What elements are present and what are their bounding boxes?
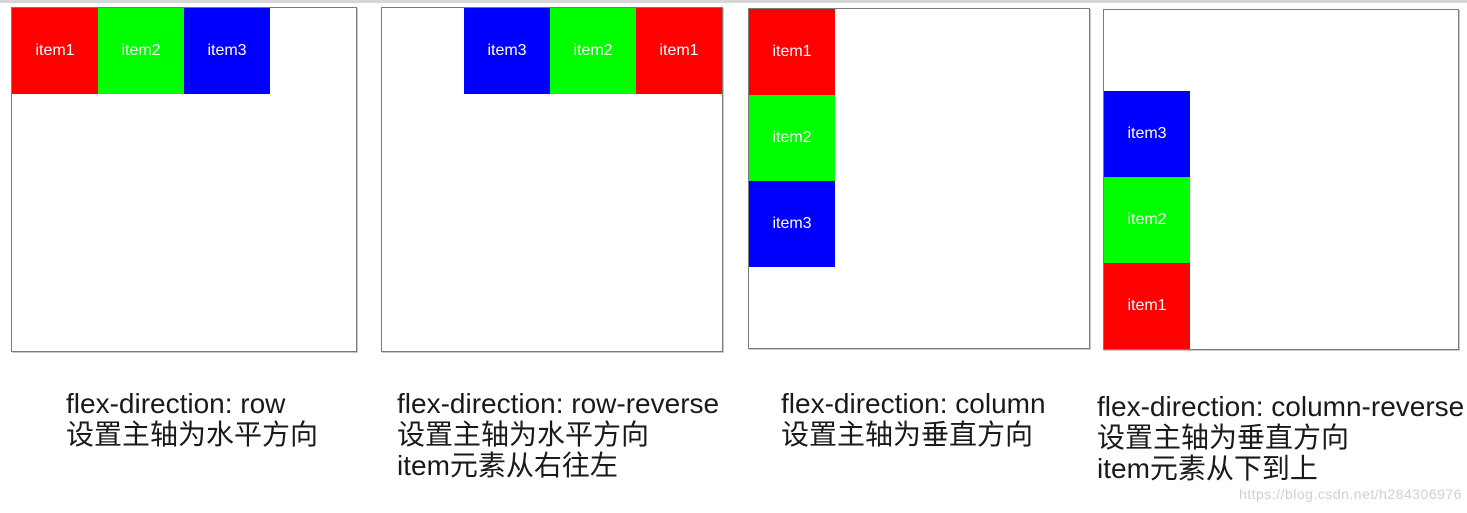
panel-flex-column: item1 item2 item3	[748, 8, 1090, 349]
panel-flex-row-reverse: item1 item2 item3	[381, 7, 723, 352]
caption-line: flex-direction: column	[781, 388, 1046, 419]
caption-line: flex-direction: row	[66, 388, 286, 419]
flex-item-item2: item2	[98, 8, 184, 94]
csdn-watermark: https://blog.csdn.net/h284306976	[1238, 486, 1462, 502]
caption-line: 设置主轴为垂直方向	[781, 419, 1034, 450]
flex-item-item1: item1	[749, 9, 835, 95]
caption-line: 设置主轴为垂直方向	[1097, 422, 1350, 453]
caption-row-reverse: flex-direction: row-reverse 设置主轴为水平方向 it…	[397, 388, 719, 481]
flex-item-item2: item2	[749, 95, 835, 181]
caption-line: item元素从右往左	[397, 450, 618, 481]
panel-flex-column-reverse: item1 item2 item3	[1103, 9, 1459, 350]
flex-item-item3: item3	[749, 181, 835, 267]
caption-row: flex-direction: row 设置主轴为水平方向	[66, 388, 318, 450]
caption-line: 设置主轴为水平方向	[397, 419, 650, 450]
flex-item-item1: item1	[12, 8, 98, 94]
flex-item-item1: item1	[1104, 263, 1190, 349]
top-divider	[0, 0, 1467, 3]
caption-column: flex-direction: column 设置主轴为垂直方向	[781, 388, 1046, 450]
caption-line: item元素从下到上	[1097, 453, 1318, 484]
flex-item-item2: item2	[1104, 177, 1190, 263]
flex-item-item1: item1	[636, 8, 722, 94]
flex-item-item3: item3	[464, 8, 550, 94]
caption-column-reverse: flex-direction: column-reverse 设置主轴为垂直方向…	[1097, 391, 1464, 484]
caption-line: flex-direction: row-reverse	[397, 388, 720, 419]
caption-line: flex-direction: column-reverse	[1097, 391, 1465, 422]
flex-item-item2: item2	[550, 8, 636, 94]
panel-flex-row: item1 item2 item3	[11, 7, 357, 352]
flex-item-item3: item3	[184, 8, 270, 94]
caption-line: 设置主轴为水平方向	[66, 419, 319, 450]
flex-item-item3: item3	[1104, 91, 1190, 177]
